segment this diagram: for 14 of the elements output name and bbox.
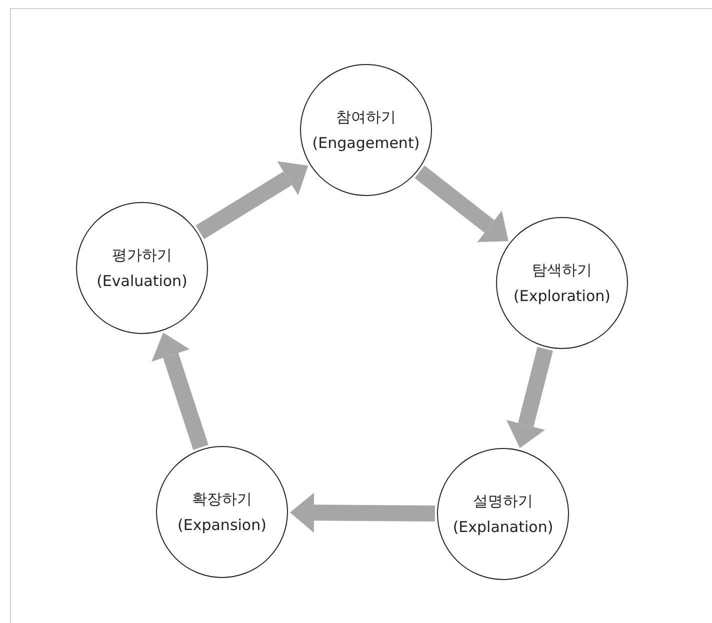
stage-subtitle: (Explanation) [452, 517, 554, 538]
stage-name: 확장하기 [192, 489, 252, 510]
block-arrow [196, 161, 308, 240]
block-arrow [506, 346, 553, 448]
block-arrow [414, 166, 508, 242]
stage-name: 평가하기 [112, 245, 172, 266]
stage-subtitle: (Evaluation) [96, 271, 188, 292]
stage-name: 참여하기 [336, 107, 396, 128]
stage-subtitle: (Engagement) [312, 133, 420, 154]
stage-subtitle: (Expansion) [178, 515, 266, 536]
stage-subtitle: (Exploration) [513, 286, 611, 307]
stage-name: 설명하기 [473, 491, 533, 512]
stage-name: 탐색하기 [532, 260, 592, 281]
block-arrow [290, 492, 436, 533]
